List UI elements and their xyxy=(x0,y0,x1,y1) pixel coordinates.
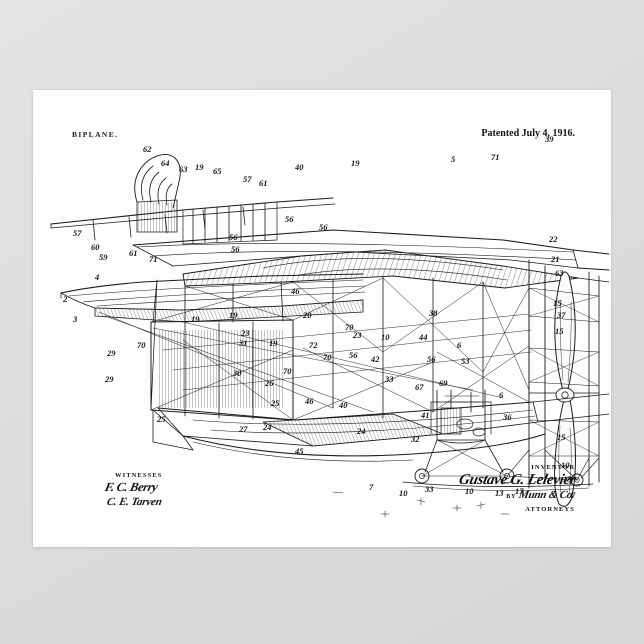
svg-text:27: 27 xyxy=(238,424,248,434)
attorney-signature: Munn & Co. xyxy=(517,489,577,501)
svg-text:10: 10 xyxy=(465,486,474,496)
svg-text:60: 60 xyxy=(91,242,100,252)
svg-text:19: 19 xyxy=(229,310,238,320)
svg-text:71: 71 xyxy=(491,152,500,162)
svg-text:4: 4 xyxy=(94,272,99,282)
by-label: BY xyxy=(506,494,517,500)
svg-text:21: 21 xyxy=(550,254,560,264)
inventor-label: INVENTOR xyxy=(531,464,575,471)
witness-signature-2: C. E. Tarven xyxy=(105,496,163,508)
svg-text:70: 70 xyxy=(345,322,354,332)
svg-text:33: 33 xyxy=(384,374,394,384)
svg-text:10: 10 xyxy=(381,332,390,342)
svg-text:38: 38 xyxy=(428,308,438,318)
svg-text:23: 23 xyxy=(240,328,250,338)
svg-text:56: 56 xyxy=(285,214,294,224)
svg-text:30: 30 xyxy=(232,368,242,378)
svg-text:33: 33 xyxy=(424,484,434,494)
svg-text:40: 40 xyxy=(294,162,304,172)
svg-text:26: 26 xyxy=(264,378,274,388)
svg-text:46: 46 xyxy=(290,286,300,296)
svg-text:13: 13 xyxy=(495,488,504,498)
svg-text:20: 20 xyxy=(302,310,312,320)
svg-text:25: 25 xyxy=(156,414,166,424)
svg-text:29: 29 xyxy=(106,348,116,358)
svg-text:40: 40 xyxy=(338,400,348,410)
svg-text:15: 15 xyxy=(553,298,562,308)
patent-poster-sheet: BIPLANE. Patented July 4, 1916. xyxy=(33,90,611,547)
svg-text:19: 19 xyxy=(195,162,204,172)
svg-text:36: 36 xyxy=(502,412,512,422)
svg-text:56: 56 xyxy=(349,350,358,360)
attorneys-label: ATTORNEYS xyxy=(525,506,575,513)
svg-text:7: 7 xyxy=(369,482,374,492)
svg-text:56: 56 xyxy=(427,354,436,364)
svg-text:6: 6 xyxy=(457,340,462,350)
svg-text:63: 63 xyxy=(179,164,188,174)
svg-text:62: 62 xyxy=(143,144,152,154)
svg-text:24: 24 xyxy=(262,422,272,432)
svg-text:19: 19 xyxy=(269,338,278,348)
svg-text:65: 65 xyxy=(213,166,222,176)
svg-text:22: 22 xyxy=(548,234,558,244)
svg-text:44: 44 xyxy=(418,332,428,342)
patent-date: Patented July 4, 1916. xyxy=(481,128,575,139)
svg-text:13: 13 xyxy=(563,474,572,484)
svg-text:67: 67 xyxy=(415,382,424,392)
svg-text:17: 17 xyxy=(515,486,524,496)
svg-text:53: 53 xyxy=(461,356,470,366)
svg-text:71: 71 xyxy=(149,254,158,264)
svg-text:72: 72 xyxy=(309,340,318,350)
svg-text:32: 32 xyxy=(410,434,420,444)
svg-text:19: 19 xyxy=(191,314,200,324)
svg-text:46: 46 xyxy=(304,396,314,406)
biplane-figure-svg: 62 64 63 19 65 57 61 40 19 5 71 39 57 60… xyxy=(50,134,610,518)
witness-block: WITNESSES F. C. Berry C. E. Tarven xyxy=(103,472,163,508)
svg-text:10: 10 xyxy=(561,460,570,470)
svg-text:56: 56 xyxy=(231,244,240,254)
svg-text:41: 41 xyxy=(420,410,430,420)
inventor-signature: Gustave G. Lelevier xyxy=(457,472,577,488)
patent-drawing: 62 64 63 19 65 57 61 40 19 5 71 39 57 60… xyxy=(33,90,611,547)
svg-text:6: 6 xyxy=(499,390,504,400)
svg-text:7: 7 xyxy=(571,490,576,500)
svg-text:42: 42 xyxy=(370,354,380,364)
svg-text:25: 25 xyxy=(270,398,280,408)
svg-text:70: 70 xyxy=(323,352,332,362)
svg-text:39: 39 xyxy=(544,134,554,144)
svg-text:64: 64 xyxy=(161,158,170,168)
witnesses-label: WITNESSES xyxy=(115,472,163,479)
svg-text:61: 61 xyxy=(129,248,138,258)
svg-text:37: 37 xyxy=(556,310,566,320)
svg-text:10: 10 xyxy=(399,488,408,498)
svg-text:3: 3 xyxy=(72,314,78,324)
svg-text:63: 63 xyxy=(555,268,564,278)
page-title: BIPLANE. xyxy=(72,130,119,139)
svg-text:70: 70 xyxy=(283,366,292,376)
svg-text:15: 15 xyxy=(557,432,566,442)
inventor-block: INVENTOR Gustave G. Lelevier BY Munn & C… xyxy=(457,464,577,513)
svg-text:2: 2 xyxy=(62,294,68,304)
svg-text:61: 61 xyxy=(259,178,268,188)
attorney-signature-row: BY Munn & Co. xyxy=(459,489,577,501)
svg-text:56: 56 xyxy=(229,232,238,242)
svg-text:70: 70 xyxy=(137,340,146,350)
svg-text:57: 57 xyxy=(73,228,82,238)
svg-text:56: 56 xyxy=(319,222,328,232)
svg-text:19: 19 xyxy=(351,158,360,168)
svg-text:45: 45 xyxy=(294,446,304,456)
svg-text:29: 29 xyxy=(104,374,114,384)
svg-text:23: 23 xyxy=(352,330,362,340)
witness-signature-1: F. C. Berry xyxy=(103,480,159,494)
svg-text:57: 57 xyxy=(243,174,252,184)
svg-text:24: 24 xyxy=(356,426,366,436)
svg-text:69: 69 xyxy=(439,378,448,388)
svg-text:31: 31 xyxy=(238,338,248,348)
svg-text:59: 59 xyxy=(99,252,108,262)
svg-text:5: 5 xyxy=(451,154,456,164)
svg-text:15: 15 xyxy=(555,326,564,336)
